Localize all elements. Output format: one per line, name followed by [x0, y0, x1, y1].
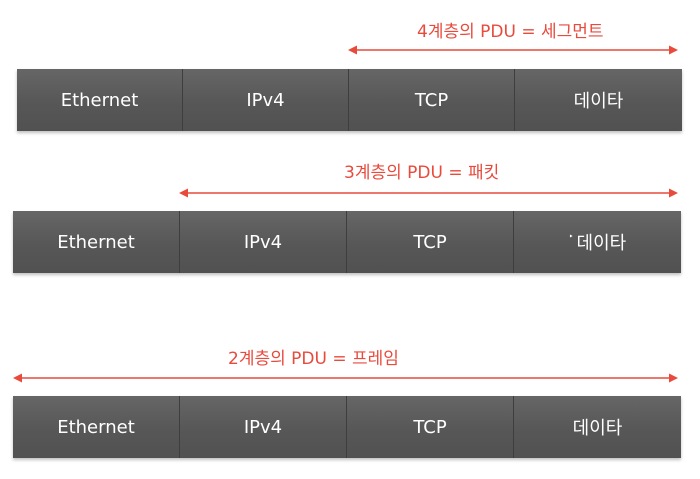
segment-label: Ethernet	[57, 231, 135, 253]
caption-layer3: 3계층의 PDU = 패킷	[344, 163, 500, 183]
segment-tcp: TCP	[349, 69, 515, 131]
segment-label: IPv4	[243, 416, 283, 438]
span-arrow-layer2	[13, 371, 678, 385]
pdu-row-layer3: 3계층의 PDU = 패킷 Ethernet IPv4 TCP ‣데이타	[0, 150, 700, 285]
segment-label: TCP	[413, 416, 447, 438]
marker-icon: ‣	[568, 231, 574, 241]
frame-bar-layer4: Ethernet IPv4 TCP 데이타	[17, 69, 682, 131]
segment-label: 데이타	[576, 233, 627, 254]
pdu-row-layer2: 2계층의 PDU = 프레임 Ethernet IPv4 TCP 데이타	[0, 330, 700, 470]
span-arrow-layer3	[179, 186, 678, 200]
segment-ethernet: Ethernet	[13, 396, 180, 458]
pdu-row-layer4: 4계층의 PDU = 세그먼트 Ethernet IPv4 TCP 데이타	[0, 0, 700, 135]
segment-data: ‣데이타	[514, 211, 681, 273]
segment-label: Ethernet	[57, 416, 135, 438]
segment-data: 데이타	[514, 396, 681, 458]
caption-layer4: 4계층의 PDU = 세그먼트	[417, 22, 604, 42]
segment-label: Ethernet	[60, 89, 139, 111]
caption-layer2: 2계층의 PDU = 프레임	[228, 349, 399, 369]
segment-label: IPv4	[243, 231, 283, 253]
segment-tcp: TCP	[347, 396, 514, 458]
segment-label: 데이타	[572, 418, 623, 439]
span-arrow-layer4	[348, 43, 678, 57]
segment-label: TCP	[413, 231, 447, 253]
segment-label: 데이타	[573, 91, 624, 112]
segment-label: IPv4	[246, 89, 285, 111]
segment-ipv4: IPv4	[183, 69, 349, 131]
segment-ethernet: Ethernet	[13, 211, 180, 273]
frame-bar-layer2: Ethernet IPv4 TCP 데이타	[13, 396, 681, 458]
segment-ipv4: IPv4	[180, 396, 347, 458]
segment-data: 데이타	[515, 69, 682, 131]
segment-tcp: TCP	[347, 211, 514, 273]
segment-ethernet: Ethernet	[17, 69, 183, 131]
frame-bar-layer3: Ethernet IPv4 TCP ‣데이타	[13, 211, 681, 273]
segment-label: TCP	[414, 89, 449, 111]
segment-ipv4: IPv4	[180, 211, 347, 273]
